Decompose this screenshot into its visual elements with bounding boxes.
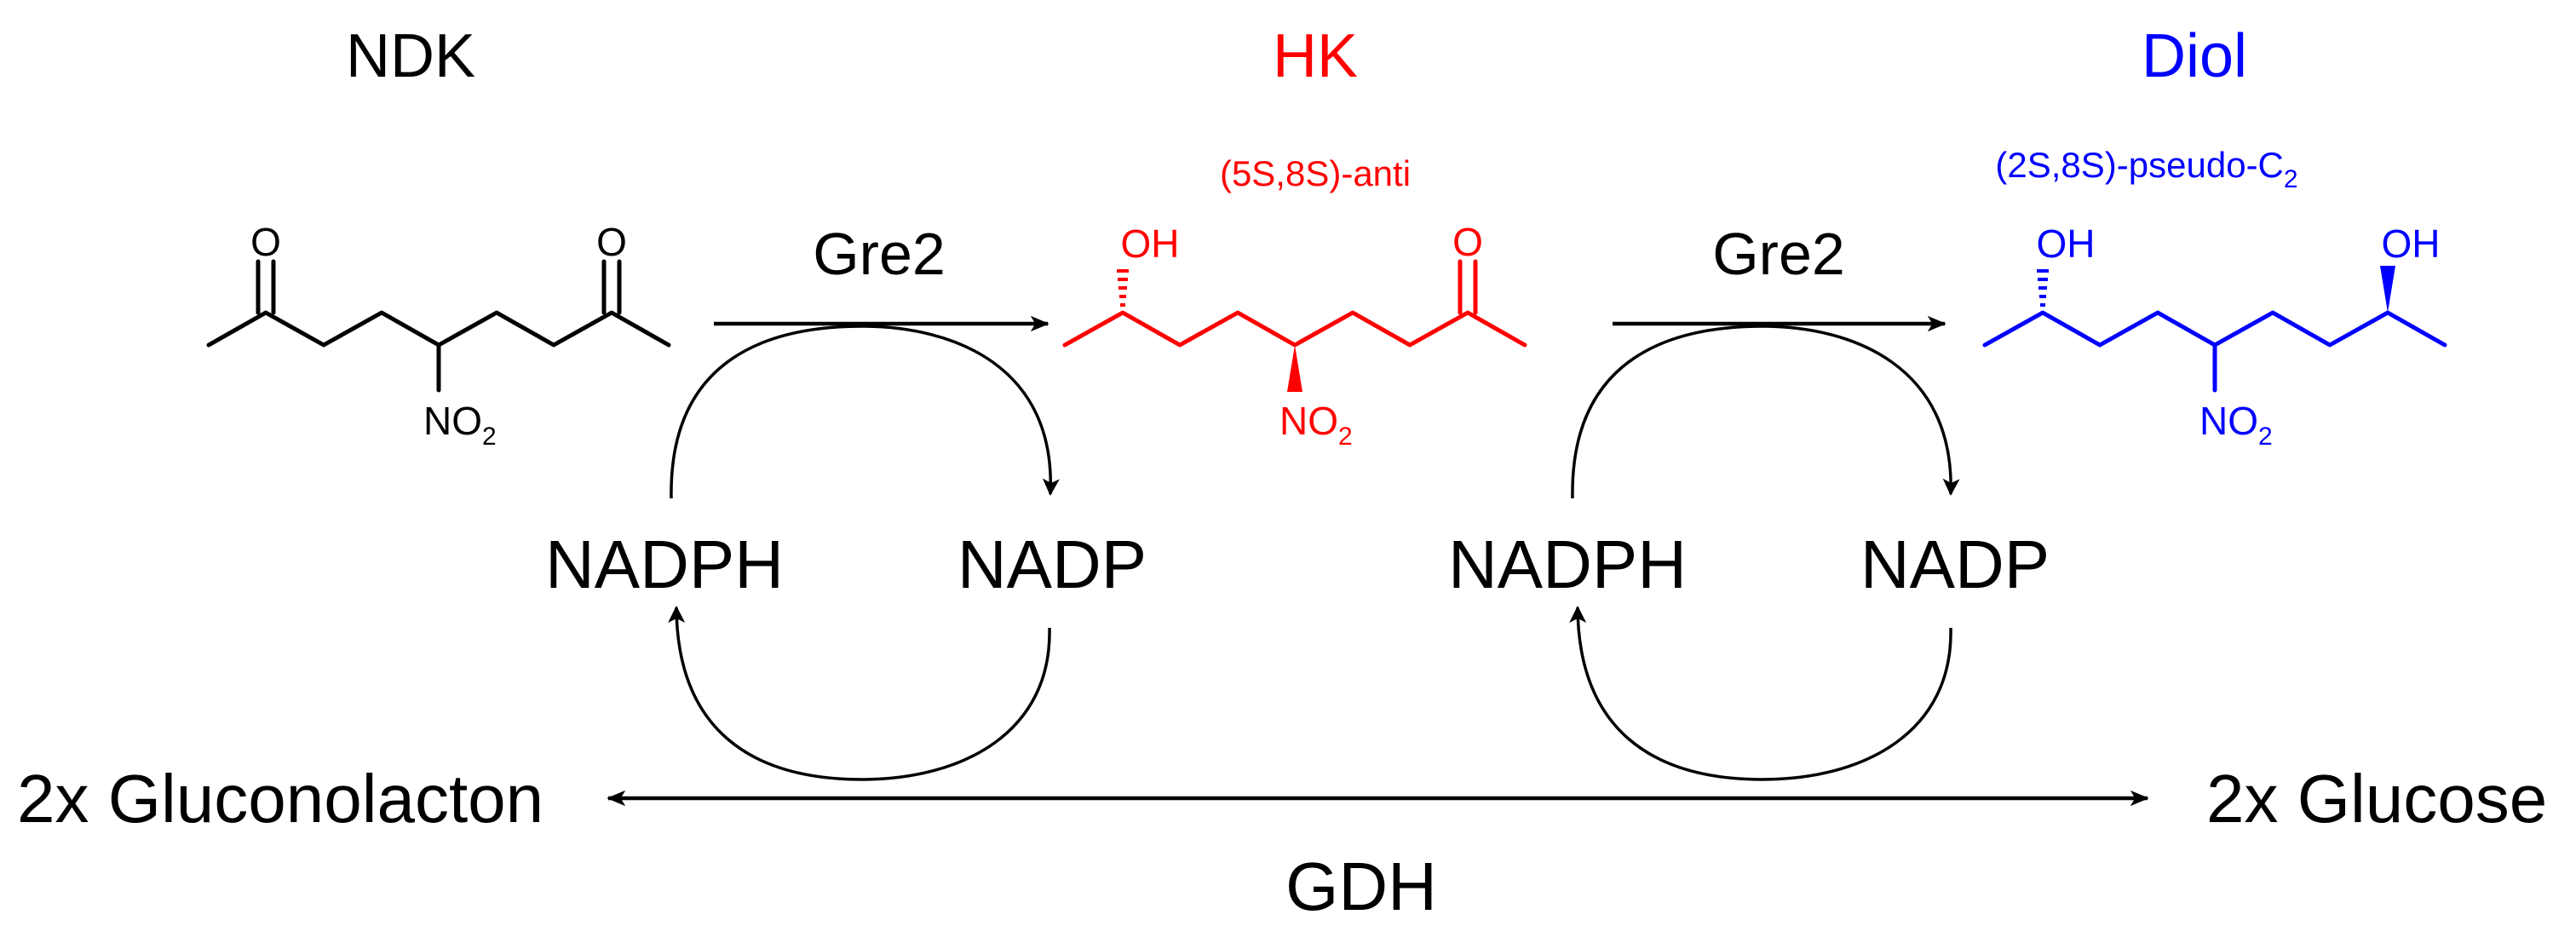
cofactor-arc-right-upper xyxy=(1571,325,1960,499)
hk-oxygen: O xyxy=(1452,220,1483,264)
cosubstrate-gluconolacton: 2x Gluconolacton xyxy=(17,761,543,837)
diol-stereo-label: (2S,8S)-pseudo-C2 xyxy=(1995,145,2297,193)
cofactor-nadp-left: NADP xyxy=(957,526,1147,602)
ndk-oxygen-2: O xyxy=(596,220,627,264)
hk-stereo-label: (5S,8S)-anti xyxy=(1220,153,1411,193)
diol-title: Diol xyxy=(2142,22,2247,90)
hk-title: HK xyxy=(1273,22,1358,90)
hk-nitro-group: NO2 xyxy=(1279,399,1353,451)
ndk-nitro-group: NO2 xyxy=(423,399,497,451)
ndk-structure: O O NO2 xyxy=(206,220,671,451)
cofactor-arc-left-upper xyxy=(670,325,1060,499)
cofactor-arc-right-lower xyxy=(1569,606,1952,781)
hk-structure: OH O NO2 xyxy=(1062,220,1527,451)
cofactor-nadph-left: NADPH xyxy=(545,526,784,602)
enzyme-label-gdh: GDH xyxy=(1285,848,1437,924)
enzyme-label-step1: Gre2 xyxy=(813,221,946,287)
diol-structure: OH OH NO2 xyxy=(1982,221,2447,451)
ndk-title: NDK xyxy=(346,22,475,90)
diol-hydroxyl-2: OH xyxy=(2382,221,2441,266)
cofactor-nadph-right: NADPH xyxy=(1448,526,1687,602)
cosubstrate-glucose: 2x Glucose xyxy=(2206,761,2547,837)
hk-hydroxyl: OH xyxy=(1121,221,1180,266)
diol-hydroxyl-1: OH xyxy=(2037,221,2096,266)
cofactor-nadp-right: NADP xyxy=(1860,526,2050,602)
diol-nitro-group: NO2 xyxy=(2199,399,2273,451)
cofactor-arc-left-lower xyxy=(668,606,1051,781)
ndk-oxygen-1: O xyxy=(250,220,281,264)
enzyme-label-step2: Gre2 xyxy=(1712,221,1845,287)
